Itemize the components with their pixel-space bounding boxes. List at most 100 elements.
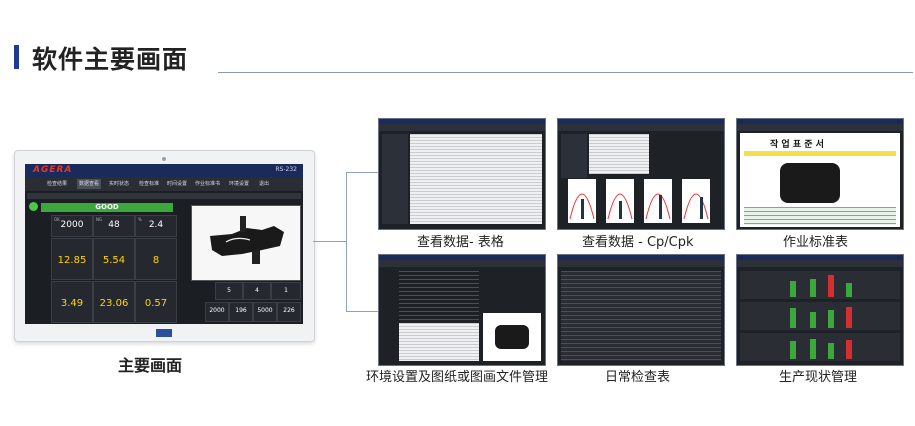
- nav-tab-2[interactable]: 实时状态: [109, 181, 130, 187]
- measurement-value: 8: [152, 255, 160, 266]
- settings-table: [399, 323, 479, 361]
- connector: [346, 311, 378, 312]
- bar-green: [810, 312, 816, 328]
- counter-label: %: [138, 217, 142, 222]
- thumb-nav: [379, 260, 545, 267]
- count-cell: 1: [271, 282, 301, 300]
- sheet-title: 작 업 표 준 서: [770, 140, 824, 150]
- nav-tab-6[interactable]: 环境设置: [229, 181, 250, 187]
- histogram: [682, 179, 710, 223]
- part-photo: [191, 205, 301, 281]
- thumb-nav: [379, 124, 545, 131]
- counter-label: NG: [96, 217, 103, 222]
- main-caption: 主要画面: [118, 356, 183, 375]
- thumbnail-data-table[interactable]: [378, 118, 546, 230]
- measurement-cell: 3.49: [51, 281, 93, 323]
- total-cell: 226: [277, 302, 301, 322]
- production-panel: [740, 302, 900, 330]
- total-value: 2000: [209, 307, 225, 314]
- thumb-nav: [737, 124, 903, 131]
- thumb-header: [379, 119, 545, 124]
- monitor-logo: [156, 329, 172, 337]
- caption-daily-check: 日常检查表: [605, 370, 671, 385]
- connector: [313, 241, 346, 242]
- caption-data-table: 查看数据- 表格: [417, 235, 504, 250]
- screen-header: AGERA RS-232: [25, 164, 303, 177]
- count-cell: 5: [215, 282, 243, 300]
- total-cell: 196: [229, 302, 253, 322]
- thumbnail-work-standard[interactable]: 작 업 표 준 서: [736, 118, 904, 230]
- main-screen[interactable]: AGERA RS-232 检查结果 数据查看 实时状态 检查标准 时间设置 作业…: [25, 164, 303, 324]
- status-indicator-icon: [29, 202, 38, 211]
- settings-panel: [399, 271, 479, 321]
- bar-green: [790, 308, 796, 328]
- screen-nav: 检查结果 数据查看 实时状态 检查标准 时间设置 作业标准书 环境设置 退出: [25, 177, 303, 191]
- thumb-nav: [558, 260, 724, 267]
- filter-panel: [382, 134, 408, 224]
- thumb-header: [558, 255, 724, 260]
- check-table: [561, 271, 721, 361]
- bar-green: [846, 283, 852, 297]
- measurement-value: 3.49: [60, 298, 84, 309]
- caption-cpcpk: 查看数据 - Cp/Cpk: [582, 235, 694, 250]
- bar-green: [790, 281, 796, 297]
- thumbnail-production[interactable]: [736, 254, 904, 366]
- bar-red: [828, 275, 834, 297]
- bar-green: [810, 339, 816, 359]
- title-underline: [218, 72, 913, 73]
- thumb-nav: [737, 260, 903, 267]
- counter-value: 48: [108, 220, 120, 230]
- total-cell: 2000: [205, 302, 229, 322]
- thumbnail-settings[interactable]: [378, 254, 546, 366]
- histogram: [568, 179, 596, 223]
- thumb-header: [737, 255, 903, 260]
- histogram: [644, 179, 672, 223]
- data-table: [410, 134, 542, 224]
- camera-dot: [162, 157, 166, 161]
- counter-value: 2.4: [148, 220, 164, 230]
- measurement-value: 12.85: [57, 255, 87, 266]
- nav-tab-7[interactable]: 退出: [259, 181, 270, 187]
- nav-tab-0[interactable]: 检查结果: [47, 181, 68, 187]
- nav-tab-4[interactable]: 时间设置: [167, 181, 188, 187]
- measurement-cell: 5.54: [93, 238, 135, 280]
- sheet-color-bar: [744, 151, 896, 156]
- bar-green: [810, 279, 816, 297]
- measurement-value: 23.06: [99, 298, 129, 309]
- drawing-preview: [483, 313, 541, 361]
- nav-tab-5[interactable]: 作业标准书: [195, 181, 221, 187]
- counter-rate: % 2.4: [135, 215, 177, 237]
- nav-tab-3[interactable]: 检查标准: [139, 181, 160, 187]
- bar-red: [846, 307, 852, 328]
- production-panel: [740, 271, 900, 299]
- drawing-part: [495, 325, 529, 349]
- bar-green: [828, 343, 834, 359]
- caption-production: 生产现状管理: [779, 370, 858, 385]
- bar-red: [846, 340, 852, 359]
- thumbnail-cpcpk[interactable]: [557, 118, 725, 230]
- count-value: 5: [227, 287, 231, 294]
- filter-panel: [561, 134, 587, 178]
- total-cell: 5000: [253, 302, 277, 322]
- brand-logo: AGERA: [33, 165, 73, 175]
- counter-value: 2000: [60, 220, 84, 230]
- counter-label: OK: [54, 217, 60, 222]
- total-value: 5000: [257, 307, 273, 314]
- measurement-value: 0.57: [144, 298, 168, 309]
- counter-ok: OK 2000: [51, 215, 93, 237]
- measurement-value: 5.54: [102, 255, 126, 266]
- page-title: 软件主要画面: [32, 45, 189, 74]
- thumb-header: [379, 255, 545, 260]
- stats-table: [589, 134, 649, 174]
- bar-green: [828, 310, 834, 328]
- sheet-table: [744, 207, 896, 225]
- thumb-header: [558, 119, 724, 124]
- nav-tab-1[interactable]: 数据查看: [77, 179, 102, 189]
- total-value: 196: [235, 307, 247, 314]
- thumbnail-daily-check[interactable]: [557, 254, 725, 366]
- bar-green: [790, 341, 796, 359]
- measurement-cell: 23.06: [93, 281, 135, 323]
- title-accent-bar: [14, 45, 19, 69]
- measurement-cell: 12.85: [51, 238, 93, 280]
- thumb-header: [737, 119, 903, 124]
